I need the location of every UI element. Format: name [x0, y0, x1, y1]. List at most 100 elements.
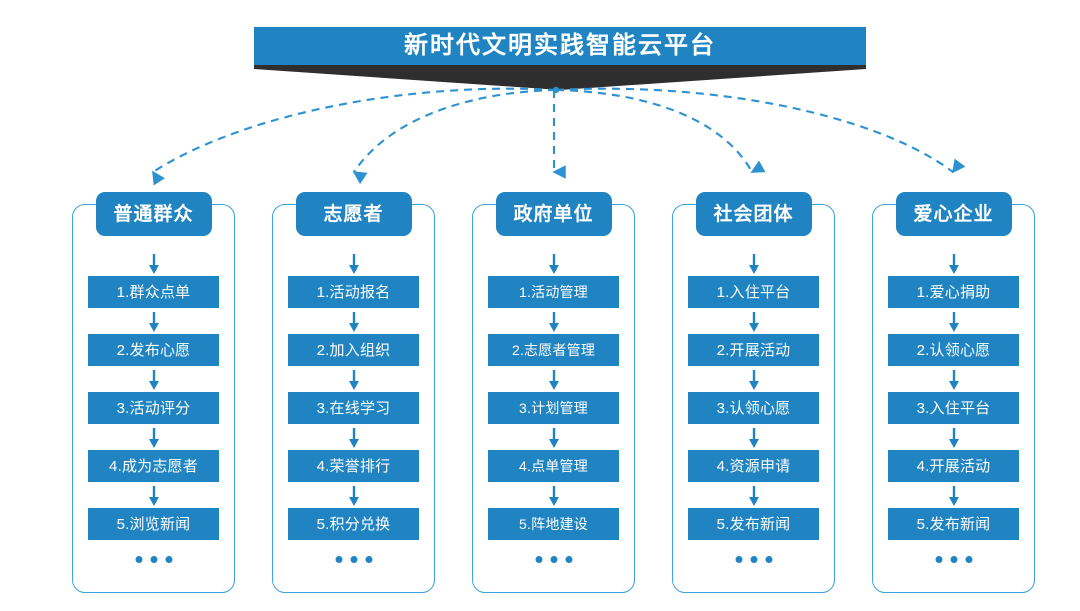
list-item[interactable]: 4.点单管理 [488, 450, 619, 482]
role-column-government-unit: 政府单位 1.活动管理 2.志愿者管理 3.计划管理 [472, 192, 635, 593]
arrow-down-icon [148, 312, 159, 332]
list-item[interactable]: 1.入住平台 [688, 276, 819, 308]
arrow-down-icon [348, 254, 359, 274]
more-items-ellipsis[interactable] [735, 556, 772, 563]
arrow-down-icon [748, 312, 759, 332]
list-item-label: 4.开展活动 [916, 457, 991, 475]
ellipsis-dot [350, 556, 357, 563]
list-item-label: 2.开展活动 [716, 341, 791, 359]
ellipsis-dot [365, 556, 372, 563]
arrow-down-icon [548, 428, 559, 448]
list-item-label: 2.志愿者管理 [511, 342, 596, 358]
list-item[interactable]: 3.在线学习 [288, 392, 419, 424]
list-item-label: 5.发布新闻 [916, 515, 991, 533]
more-items-ellipsis[interactable] [935, 556, 972, 563]
list-item-label: 5.发布新闻 [716, 515, 791, 533]
list-item[interactable]: 3.活动评分 [88, 392, 219, 424]
list-item-label: 4.荣誉排行 [316, 457, 391, 475]
list-item-label: 5.阵地建设 [519, 516, 588, 532]
column-header-label: 政府单位 [513, 203, 594, 225]
arrow-down-icon [148, 486, 159, 506]
list-item[interactable]: 4.开展活动 [888, 450, 1019, 482]
role-column-caring-enterprise: 爱心企业 1.爱心捐助 2.认领心愿 3.入住平台 [872, 192, 1035, 593]
column-header-label: 社会团体 [713, 203, 794, 225]
column-header-label: 爱心企业 [913, 203, 994, 225]
list-item-label: 3.活动评分 [116, 399, 191, 417]
list-item[interactable]: 2.加入组织 [288, 334, 419, 366]
list-item[interactable]: 1.群众点单 [88, 276, 219, 308]
list-item[interactable]: 4.成为志愿者 [88, 450, 219, 482]
ellipsis-dot [950, 556, 957, 563]
arrow-down-icon [148, 254, 159, 274]
arrow-down-icon [148, 370, 159, 390]
list-item-label: 2.加入组织 [316, 341, 391, 359]
arrow-down-icon [348, 312, 359, 332]
arrow-down-icon [948, 428, 959, 448]
column-header-chip[interactable]: 政府单位 [495, 192, 612, 236]
column-header-label: 普通群众 [113, 203, 194, 225]
more-items-ellipsis[interactable] [535, 556, 572, 563]
banner-bar: 新时代文明实践智能云平台 [254, 27, 866, 65]
list-item[interactable]: 1.爱心捐助 [888, 276, 1019, 308]
list-item[interactable]: 1.活动管理 [488, 276, 619, 308]
arrow-down-icon [348, 428, 359, 448]
list-item[interactable]: 5.积分兑换 [288, 508, 419, 540]
platform-title-banner: 新时代文明实践智能云平台 [254, 27, 866, 100]
arrow-down-icon [548, 486, 559, 506]
arrow-down-icon [948, 254, 959, 274]
list-item-label: 3.入住平台 [916, 399, 991, 417]
list-item-label: 2.认领心愿 [916, 341, 991, 359]
list-item[interactable]: 4.资源申请 [688, 450, 819, 482]
arrow-down-icon [748, 486, 759, 506]
arrow-down-icon [548, 254, 559, 274]
ellipsis-dot [550, 556, 557, 563]
arrow-down-icon [548, 370, 559, 390]
list-item-label: 1.入住平台 [716, 283, 791, 301]
list-item[interactable]: 1.活动报名 [288, 276, 419, 308]
role-column-social-organization: 社会团体 1.入住平台 2.开展活动 3.认领心愿 [672, 192, 835, 593]
column-header-chip[interactable]: 爱心企业 [895, 192, 1012, 236]
list-item[interactable]: 4.荣誉排行 [288, 450, 419, 482]
more-items-ellipsis[interactable] [335, 556, 372, 563]
banner-ribbon-shape [254, 64, 866, 90]
list-item[interactable]: 2.开展活动 [688, 334, 819, 366]
list-item[interactable]: 2.志愿者管理 [488, 334, 619, 366]
arrow-down-icon [548, 312, 559, 332]
list-item-label: 5.积分兑换 [316, 515, 391, 533]
list-item[interactable]: 2.认领心愿 [888, 334, 1019, 366]
more-items-ellipsis[interactable] [135, 556, 172, 563]
list-item-label: 2.发布心愿 [116, 341, 191, 359]
list-item[interactable]: 3.入住平台 [888, 392, 1019, 424]
list-item[interactable]: 5.阵地建设 [488, 508, 619, 540]
role-column-volunteer: 志愿者 1.活动报名 2.加入组织 3.在线学习 [272, 192, 435, 593]
ellipsis-dot [565, 556, 572, 563]
column-header-chip[interactable]: 普通群众 [95, 192, 212, 236]
list-item-label: 1.活动报名 [316, 283, 391, 301]
list-item[interactable]: 5.发布新闻 [888, 508, 1019, 540]
arrow-down-icon [748, 370, 759, 390]
list-item[interactable]: 3.认领心愿 [688, 392, 819, 424]
list-item-label: 1.活动管理 [519, 284, 588, 300]
list-item-label: 5.浏览新闻 [116, 515, 191, 533]
ellipsis-dot [165, 556, 172, 563]
column-header-label: 志愿者 [323, 203, 384, 225]
arrow-down-icon [348, 370, 359, 390]
list-item[interactable]: 2.发布心愿 [88, 334, 219, 366]
list-item-label: 1.爱心捐助 [916, 283, 991, 301]
ellipsis-dot [335, 556, 342, 563]
ellipsis-dot [735, 556, 742, 563]
list-item[interactable]: 3.计划管理 [488, 392, 619, 424]
column-header-chip[interactable]: 志愿者 [295, 192, 412, 236]
ellipsis-dot [135, 556, 142, 563]
arrow-down-icon [348, 486, 359, 506]
column-header-chip[interactable]: 社会团体 [695, 192, 812, 236]
list-item-label: 3.计划管理 [519, 400, 588, 416]
list-item-label: 1.群众点单 [116, 283, 191, 301]
list-item-label: 4.点单管理 [519, 458, 588, 474]
ellipsis-dot [765, 556, 772, 563]
list-item-label: 3.在线学习 [316, 399, 391, 417]
list-item[interactable]: 5.发布新闻 [688, 508, 819, 540]
list-item[interactable]: 5.浏览新闻 [88, 508, 219, 540]
ellipsis-dot [965, 556, 972, 563]
